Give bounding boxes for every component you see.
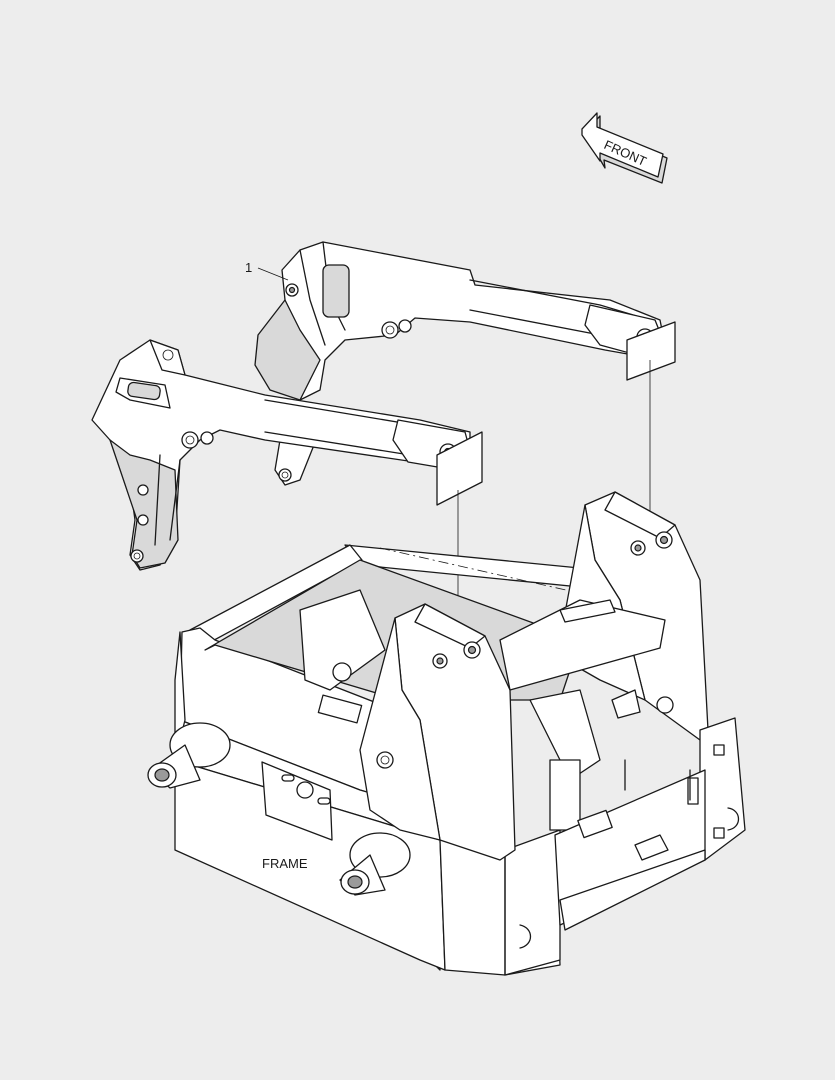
boss-right [339,832,411,896]
callout-1: 1 [245,260,289,281]
lift-arm-left [91,339,473,571]
boss-left [147,722,231,789]
assembly-guide-lines [436,321,676,645]
callout-number: 1 [245,260,252,275]
front-direction-arrow: FRONT [581,112,668,184]
frame-label: FRAME [262,856,308,871]
lift-arm-assembly [91,241,666,571]
loader-frame [147,491,746,976]
